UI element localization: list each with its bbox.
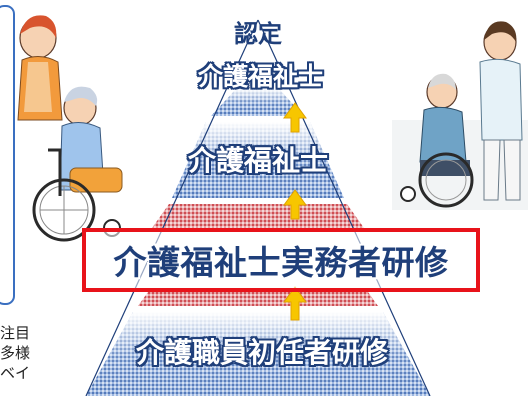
pyramid-red-band-upper [152, 204, 364, 228]
side-text-line-3: ベイ [0, 364, 31, 382]
left-panel-frame [0, 5, 15, 305]
side-text-line-1: 注目 [0, 324, 31, 342]
pyramid-red-band-lower [138, 292, 378, 306]
tier-2-label: 介護福祉士 [188, 144, 329, 177]
side-text-line-2: 多様 [0, 344, 31, 362]
tier-3-label: 介護福祉士実務者研修 [113, 243, 449, 282]
tier-1-line1: 認定 [234, 20, 282, 48]
tier-1-line2: 介護福祉士 [198, 62, 324, 91]
caregiver-illustration-left [17, 15, 123, 242]
arrow-up-icon [283, 286, 307, 321]
highlighted-tier-box: 介護福祉士実務者研修 [82, 228, 480, 292]
tier-4-label: 介護職員初任者研修 [136, 336, 389, 369]
arrow-up-icon [283, 102, 307, 133]
arrow-up-icon [283, 189, 307, 220]
caregiver-illustration-right [392, 21, 528, 210]
